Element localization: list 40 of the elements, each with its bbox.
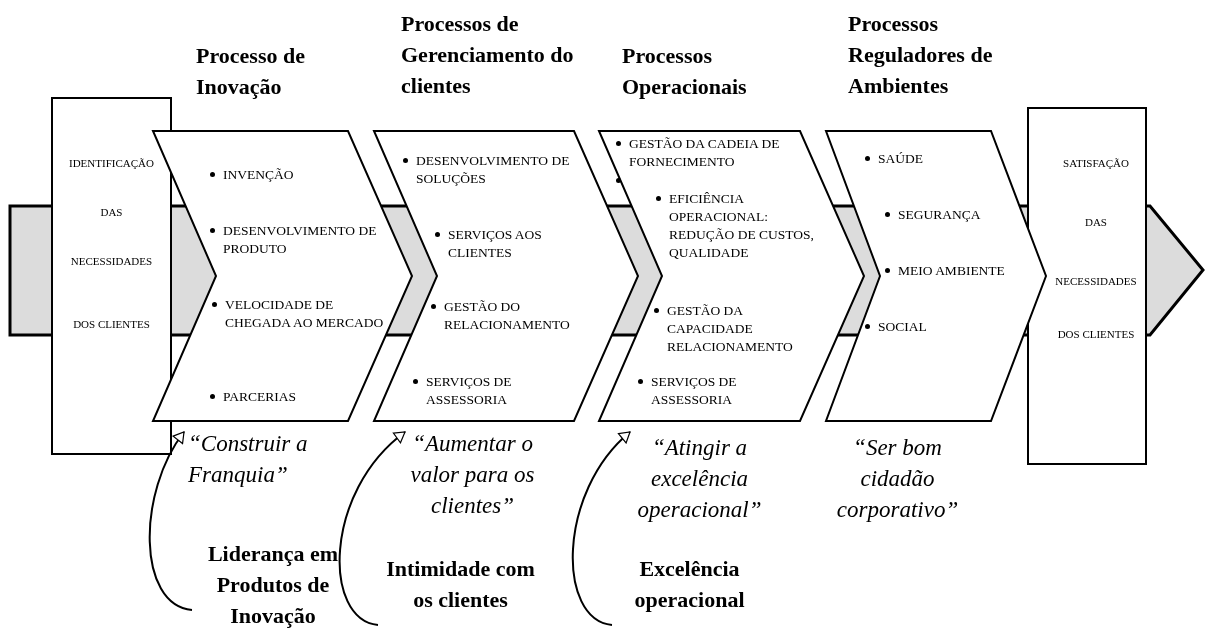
quote-text: “Aumentar o valor para os clientes”	[409, 430, 536, 520]
bullet-text: SAÚDE	[878, 150, 923, 168]
bullet-text: SOCIAL	[878, 318, 927, 336]
bullet-text: VELOCIDADE DE CHEGADA AO MERCADO	[225, 296, 384, 332]
process-heading: Processo de Inovação	[196, 42, 306, 101]
bullet-text: MEIO AMBIENTE	[898, 262, 1005, 280]
bullet-text: SERVIÇOS AOS CLIENTES	[448, 226, 543, 262]
bullet-text: GESTÃO DA CAPACIDADE RELACIONAMENTO	[667, 302, 794, 356]
box-text: DAS	[1085, 216, 1107, 229]
process-heading: Processos Reguladores de Ambientes	[848, 10, 994, 100]
box-text: DOS CLIENTES	[1057, 328, 1135, 341]
bullet-text: GESTÃO DO RELACIONAMENTO	[444, 298, 571, 334]
process-heading: Processos de Gerenciamento do clientes	[401, 10, 575, 100]
quote-text: “Ser bom cidadão corporativo”	[835, 434, 960, 524]
curved-arrow	[338, 431, 406, 626]
box-text: DOS CLIENTES	[73, 318, 150, 331]
box-text: NECESSIDADES	[1055, 275, 1137, 288]
curved-arrow	[572, 431, 631, 626]
bullet-text: GESTÃO DA CADEIA DE FORNECIMENTO	[629, 135, 781, 171]
needs-box	[51, 97, 172, 455]
quote-text: “Atingir a excelência operacional”	[636, 434, 763, 524]
bullet-text: DESENVOLVIMENTO DE SOLUÇÕES	[416, 152, 571, 188]
box-text: DAS	[100, 206, 123, 219]
box-text: IDENTIFICAÇÃO	[69, 157, 154, 170]
quote-text: “Construir a Franquia”	[188, 430, 309, 489]
strategy-label: Intimidade com os clientes	[378, 553, 543, 615]
bullet-text: SEGURANÇA	[898, 206, 981, 224]
bullet-text: SERVIÇOS DE ASSESSORIA	[651, 373, 738, 409]
strategy-label: Liderança em Produtos de Inovação	[192, 538, 354, 631]
box-text: SATISFAÇÃO	[1063, 157, 1129, 170]
needs-box	[1027, 107, 1147, 465]
process-heading: Processos Operacionais	[622, 42, 748, 101]
bullet-text: DESENVOLVIMENTO DE PRODUTO	[223, 222, 378, 258]
bullet-text: PARCERIAS	[223, 388, 297, 406]
bullet-text: INVENÇÃO	[223, 166, 294, 184]
bullet-text: SERVIÇOS DE ASSESSORIA	[426, 373, 513, 409]
bullet-text: EFICIÊNCIA OPERACIONAL: REDUÇÃO DE CUSTOS, QUALIDADE	[669, 190, 815, 262]
strategy-label: Excelência operacional	[612, 553, 767, 615]
curved-arrow	[148, 431, 193, 611]
box-text: NECESSIDADES	[70, 255, 153, 268]
